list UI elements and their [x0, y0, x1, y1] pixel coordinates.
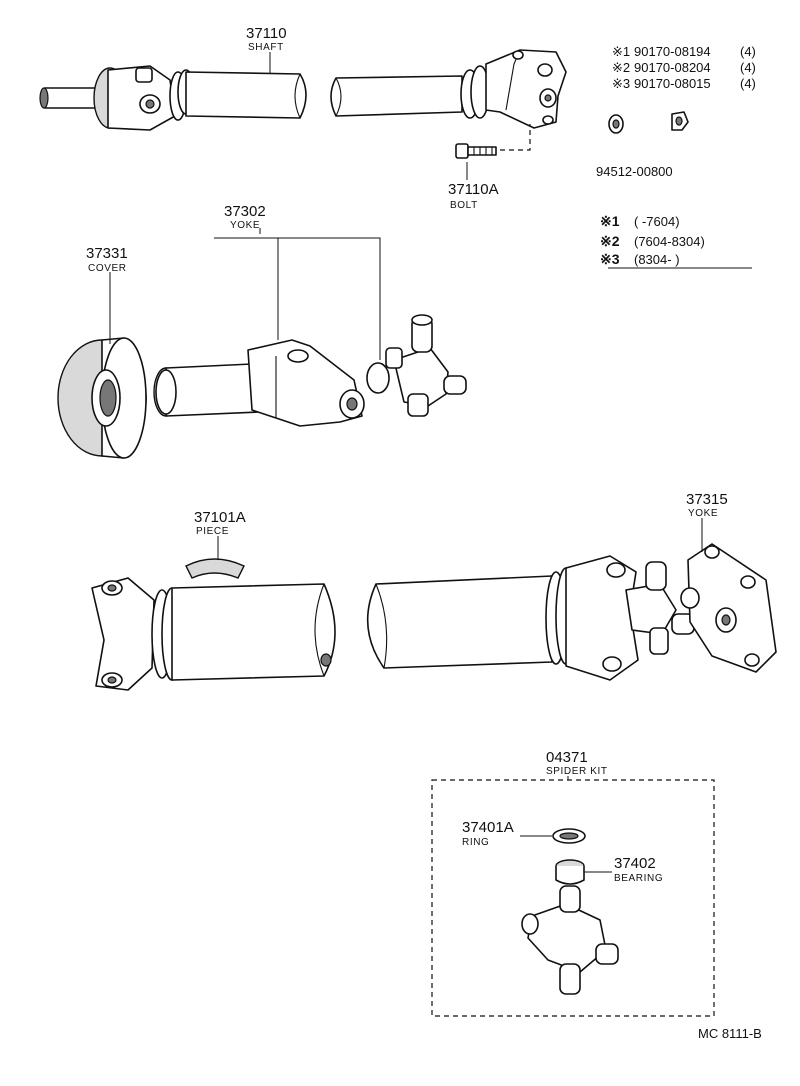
legend-2-range: (7604-8304): [634, 234, 705, 249]
label-yoke-front-name: YOKE: [230, 220, 260, 231]
label-cover-number: 37331: [86, 245, 128, 262]
label-spider-kit-name: SPIDER KIT: [546, 766, 608, 777]
label-piece-name: PIECE: [196, 526, 229, 537]
spider-kit-assembly: [521, 828, 619, 995]
nut-3-qty: (4): [740, 76, 756, 91]
label-yoke-rear-name: YOKE: [688, 508, 718, 519]
nut-1-number: 90170-08194: [634, 44, 711, 59]
label-spider-kit-number: 04371: [546, 749, 588, 766]
nut-2-qty: (4): [740, 60, 756, 75]
spider-kit-box: [431, 779, 715, 1017]
label-piece-number: 37101A: [194, 509, 246, 526]
nut-3-number: 90170-08015: [634, 76, 711, 91]
label-shaft-name: SHAFT: [248, 42, 284, 53]
nut-2-number: 90170-08204: [634, 60, 711, 75]
shaft-assembly: [39, 49, 689, 159]
label-ring-number: 37401A: [462, 819, 514, 836]
diagram-code: MC 8111-B: [698, 1026, 762, 1041]
labels: 37110 SHAFT 37110A BOLT 94512-00800 3730…: [86, 25, 762, 1041]
legend-2-mark: ※2: [600, 233, 620, 249]
label-ring-name: RING: [462, 837, 489, 848]
label-yoke-rear-number: 37315: [686, 491, 728, 508]
legend-3-mark: ※3: [600, 251, 620, 267]
front-yoke-assembly: [57, 314, 467, 459]
label-yoke-front-number: 37302: [224, 203, 266, 220]
legend-3-range: (8304- ): [634, 252, 680, 267]
nut-2-mark: ※2: [612, 60, 630, 75]
nut-3-mark: ※3: [612, 76, 630, 91]
label-bearing-name: BEARING: [614, 873, 663, 884]
nut-1-mark: ※1: [612, 44, 630, 59]
label-bearing-number: 37402: [614, 855, 656, 872]
label-cover-name: COVER: [88, 263, 127, 274]
label-washer-number: 94512-00800: [596, 164, 673, 179]
legend-1-range: ( -7604): [634, 214, 680, 229]
legend-1-mark: ※1: [600, 213, 620, 229]
label-shaft-number: 37110: [246, 25, 287, 42]
label-bolt-name: BOLT: [450, 200, 478, 211]
label-bolt-number: 37110A: [448, 181, 499, 198]
nut-1-qty: (4): [740, 44, 756, 59]
rear-shaft-assembly: [91, 543, 777, 691]
